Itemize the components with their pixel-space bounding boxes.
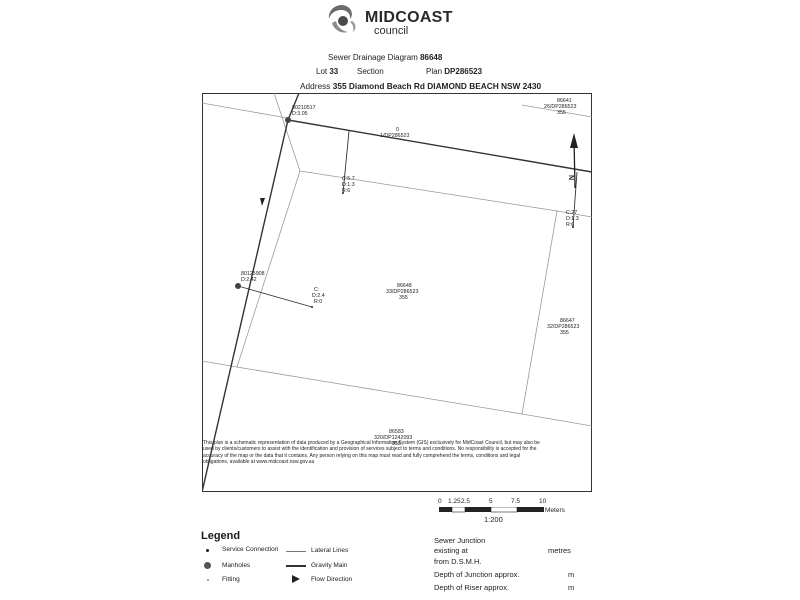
svg-text:355: 355: [560, 330, 569, 336]
existing-at-label: existing at: [434, 546, 468, 555]
svg-text:355: 355: [392, 441, 401, 447]
gravity-main-line: [287, 119, 592, 173]
address-value: 355 Diamond Beach Rd DIAMOND BEACH NSW 2…: [332, 81, 542, 91]
manhole-icon: [204, 562, 211, 569]
gravity-main-icon: [286, 565, 306, 567]
legend-manholes: Manholes: [222, 562, 251, 569]
svg-text:86647: 86647: [560, 318, 575, 324]
metres-label: metres: [548, 546, 571, 555]
boundary-line: [521, 413, 592, 427]
gravity-main-line: [287, 93, 300, 121]
service-connection-icon: [572, 226, 574, 228]
boundary-line: [556, 210, 592, 218]
manhole-icon: [235, 283, 241, 289]
logo-title: MIDCOAST: [365, 9, 453, 26]
svg-text:33/DP286523: 33/DP286523: [386, 289, 418, 295]
logo-subtitle: council: [374, 25, 409, 37]
depth-junction-label: Depth of Junction approx.: [434, 570, 520, 579]
svg-text:26/DP286523: 26/DP286523: [544, 104, 576, 110]
flow-direction-icon: [260, 198, 265, 206]
svg-text:355: 355: [557, 110, 566, 116]
service-connection-icon: [311, 306, 313, 308]
svg-text:C:: C:: [314, 287, 319, 293]
legend-service-connection: Service Connection: [222, 546, 279, 553]
map-frame: [202, 93, 592, 492]
depth-junction-unit: m: [568, 570, 575, 579]
lateral-line-icon: [286, 551, 306, 552]
diagram-label: Sewer Drainage Diagram 86648: [328, 53, 443, 62]
boundary-line: [273, 93, 301, 172]
scale-ratio: 1:200: [484, 515, 503, 524]
boundary-line: [202, 102, 288, 119]
sewer-junction-label: Sewer Junction: [434, 536, 486, 545]
svg-text:D:2.42: D:2.42: [241, 277, 257, 283]
svg-text:R:6: R:6: [342, 188, 350, 194]
svg-text:32/DP286523: 32/DP286523: [547, 324, 579, 330]
legend-gravity-main: Gravity Main: [311, 562, 348, 569]
legend-flow-direction: Flow Direction: [311, 576, 353, 583]
flow-direction-icon: [292, 575, 300, 583]
svg-text:D:1.3: D:1.3: [342, 182, 355, 188]
svg-text:C:27: C:27: [566, 210, 577, 216]
svg-text:R:6: R:6: [566, 222, 574, 228]
from-dsmh-label: from D.S.M.H.: [434, 557, 482, 566]
drainage-map: N 86641 26/DP286523 355 0 1/DP286523 802…: [202, 93, 592, 492]
svg-text:D:1.3: D:1.3: [566, 216, 579, 222]
svg-text:80210517: 80210517: [292, 105, 316, 111]
svg-text:320/DP1242093: 320/DP1242093: [374, 435, 412, 441]
depth-riser-label: Depth of Riser approx.: [434, 583, 510, 592]
legend-title: Legend: [201, 530, 241, 542]
legend-fitting: Fitting: [222, 576, 240, 583]
depth-riser-unit: m: [568, 583, 575, 592]
svg-text:80125908: 80125908: [241, 271, 265, 277]
lateral-line: [237, 285, 313, 308]
svg-text:R:0: R:0: [314, 299, 322, 305]
address-line: Address 355 Diamond Beach Rd DIAMOND BEA…: [300, 81, 542, 91]
plan-label: Plan DP286523: [426, 67, 483, 76]
lot-label: Lot 33: [316, 67, 339, 76]
svg-text:0: 0: [396, 127, 399, 133]
svg-text:86648: 86648: [397, 283, 412, 289]
service-connection-icon: [206, 549, 209, 552]
gravity-main-line: [202, 119, 289, 492]
lateral-line: [572, 171, 578, 228]
plan-value: DP286523: [444, 67, 483, 76]
svg-text:86641: 86641: [557, 98, 572, 104]
fitting-icon: [207, 579, 209, 581]
north-arrow-icon: N: [567, 133, 578, 189]
svg-text:355: 355: [399, 295, 408, 301]
boundary-line: [521, 104, 592, 118]
lot-value: 33: [329, 67, 339, 76]
svg-text:86583: 86583: [389, 429, 404, 435]
diagram-number: 86648: [420, 53, 443, 62]
svg-text:D:2.4: D:2.4: [312, 293, 325, 299]
midcoast-logo-icon: [328, 5, 356, 33]
lateral-line: [342, 130, 350, 194]
scale-units: Meters: [545, 507, 565, 514]
svg-text:N: N: [567, 175, 574, 180]
legend-lateral-lines: Lateral Lines: [311, 547, 349, 554]
svg-text:D:3.05: D:3.05: [292, 111, 308, 117]
section-label: Section: [357, 67, 384, 76]
service-connection-icon: [342, 192, 344, 194]
disclaimer-text: This plan is a schematic representation …: [203, 440, 540, 466]
svg-text:1/DP286523: 1/DP286523: [380, 133, 410, 139]
manhole-icon: [285, 117, 291, 123]
svg-text:C:5.7: C:5.7: [342, 176, 355, 182]
